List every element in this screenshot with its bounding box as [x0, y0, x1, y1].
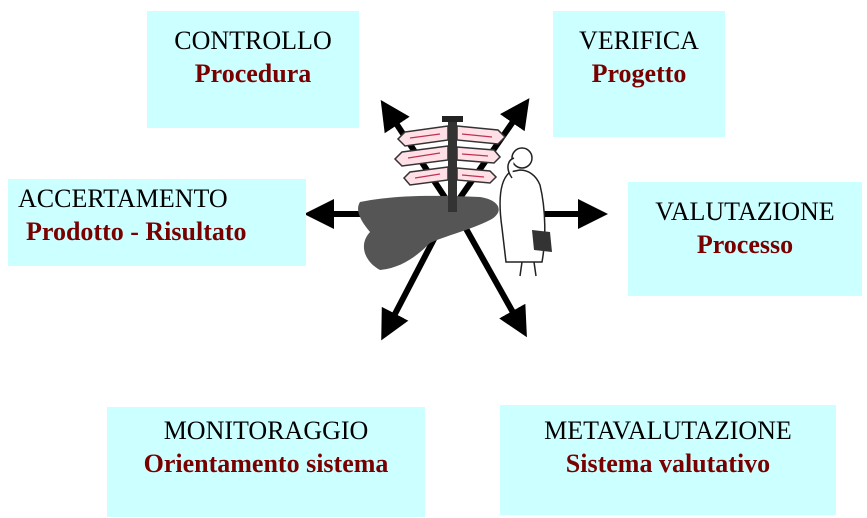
controllo-title: CONTROLLO — [174, 26, 332, 55]
verifica-title: VERIFICA — [579, 26, 699, 55]
box-accertamento: ACCERTAMENTO Prodotto - Risultato — [8, 179, 306, 266]
verifica-subtitle: Progetto — [591, 59, 687, 88]
box-controllo: CONTROLLO Procedura — [147, 11, 359, 128]
accertamento-title: ACCERTAMENTO — [18, 184, 228, 213]
box-metavalutazione: METAVALUTAZIONE Sistema valutativo — [500, 405, 836, 515]
accertamento-subtitle: Prodotto - Risultato — [26, 217, 247, 246]
valutazione-title: VALUTAZIONE — [655, 197, 835, 226]
monitoraggio-title: MONITORAGGIO — [163, 416, 369, 445]
box-valutazione: VALUTAZIONE Processo — [628, 182, 862, 296]
valutazione-subtitle: Processo — [696, 230, 794, 259]
box-verifica: VERIFICA Progetto — [553, 11, 725, 137]
signpost-with-person-icon — [358, 116, 552, 277]
box-monitoraggio: MONITORAGGIO Orientamento sistema — [107, 407, 425, 517]
metavalutazione-title: METAVALUTAZIONE — [544, 416, 792, 445]
controllo-subtitle: Procedura — [194, 59, 312, 88]
metavalutazione-subtitle: Sistema valutativo — [565, 449, 771, 478]
arrow-down-right — [457, 216, 527, 338]
monitoraggio-subtitle: Orientamento sistema — [143, 449, 389, 478]
